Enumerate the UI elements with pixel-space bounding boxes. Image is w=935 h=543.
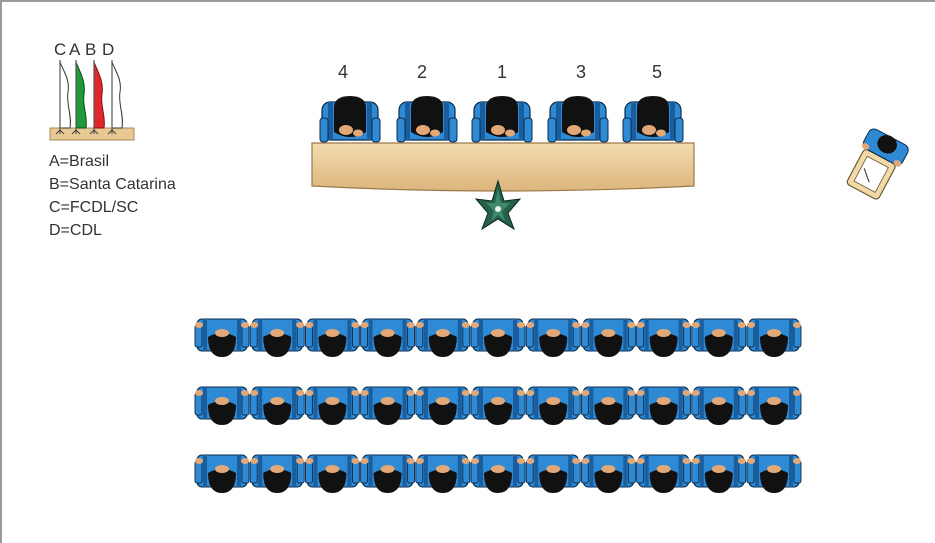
audience-seat [470,386,526,426]
audience-seat [415,386,471,426]
audience-row [194,386,802,426]
flag-legend: A=Brasil B=Santa Catarina C=FCDL/SC D=CD… [49,150,176,242]
panel-chair [396,95,458,143]
audience-seat [636,386,692,426]
panel-number: 5 [651,62,663,82]
audience-seat [304,386,360,426]
audience-seat [249,454,305,494]
panel-chair [471,95,533,143]
audience-seat [194,318,250,358]
audience-seat [249,386,305,426]
flags-icon [49,60,135,141]
legend-item-a: A=Brasil [49,153,110,170]
audience-row [194,318,802,358]
flag-letter-a: A [69,40,81,59]
audience-seat [360,454,416,494]
audience-seat [525,318,581,358]
audience-seat [415,454,471,494]
panel-chair [319,95,381,143]
legend-item-c: C=FCDL/SC [49,199,139,216]
legend-item-b: B=Santa Catarina [49,176,176,193]
panel-chair [547,95,609,143]
panel-seat-numbers: 4 2 1 3 5 [2,62,935,86]
head-table [311,142,695,192]
audience-seat [691,318,747,358]
audience-seat [691,386,747,426]
audience-seat [580,454,636,494]
podium-icon [846,128,909,200]
audience-seat [525,386,581,426]
audience-seat [746,454,802,494]
flag-letter-b: B [85,40,97,59]
audience-seat [580,318,636,358]
audience-seat [636,454,692,494]
audience-seating [194,318,802,494]
audience-seat [249,318,305,358]
audience-seat [304,454,360,494]
audience-seat [360,386,416,426]
panel-chair [622,95,684,143]
flag-letter-c: C [54,40,67,59]
audience-seat [746,386,802,426]
audience-seat [470,454,526,494]
audience-seat [304,318,360,358]
panel-number: 4 [337,62,349,82]
flag-letter-d: D [102,40,115,59]
audience-seat [746,318,802,358]
panel-number: 2 [416,62,428,82]
audience-seat [580,386,636,426]
audience-row [194,454,802,494]
panel-chairs [319,95,684,143]
panel-number: 3 [575,62,587,82]
audience-seat [194,386,250,426]
flag-letters: C A B D [54,40,134,60]
audience-seat [691,454,747,494]
audience-seat [470,318,526,358]
audience-seat [360,318,416,358]
audience-seat [636,318,692,358]
panel-number: 1 [496,62,508,82]
audience-seat [194,454,250,494]
plant-icon [474,179,522,231]
audience-seat [525,454,581,494]
legend-item-d: D=CDL [49,222,102,239]
audience-seat [415,318,471,358]
